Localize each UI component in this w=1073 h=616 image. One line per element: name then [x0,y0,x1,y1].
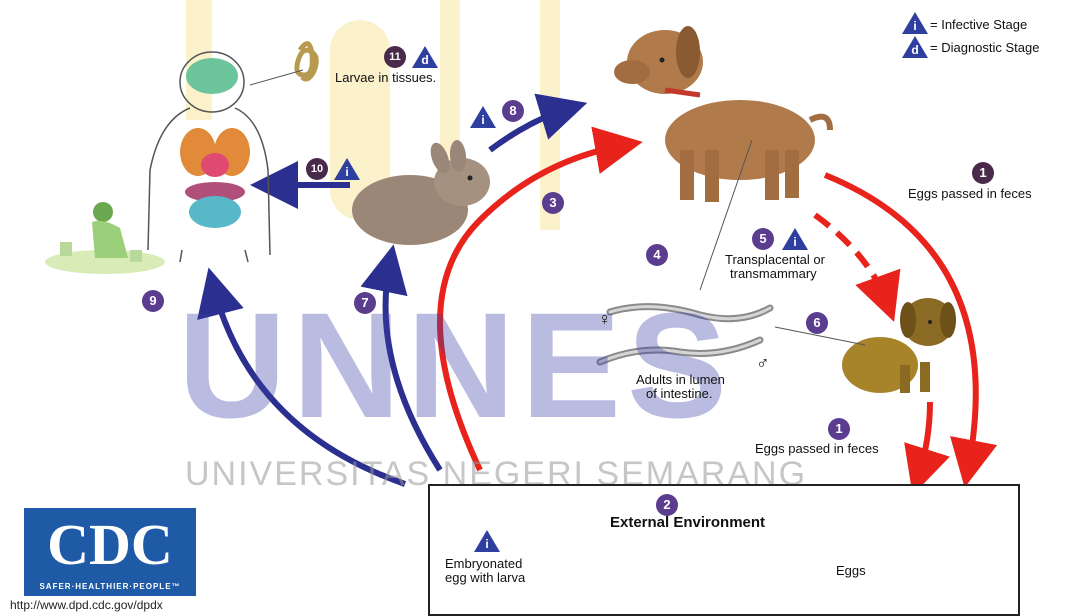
cdc-tagline: SAFER·HEALTHIER·PEOPLE™ [24,582,196,591]
step-2-label: External Environment [610,515,765,530]
step-2-badge: 2 [656,494,678,516]
embryonated-label-line1: Embryonated [445,556,522,571]
arrow-dog-to-puppy [815,215,888,305]
external-environment-box [428,484,1020,616]
eggs-label: Eggs [836,563,866,578]
step-5-badge: 5 [752,228,774,250]
step-4-label-line2: of intestine. [646,386,713,401]
step-7-badge: 7 [354,292,376,314]
arrow-puppy-to-eggs [918,402,930,478]
step-5-infective-icon: i [782,228,808,250]
intestine-shape [189,196,241,228]
step-9-badge: 9 [142,290,164,312]
female-symbol: ♀ [598,312,612,327]
step-10-badge: 10 [306,158,328,180]
step-5-label-line2: transmammary [730,266,817,281]
heart-shape [201,153,229,177]
watermark-unnes: UNNES [178,290,733,440]
legend-infective-label: = Infective Stage [930,17,1027,32]
legend-diagnostic-icon: d [902,36,928,58]
cdc-logo: CDC SAFER·HEALTHIER·PEOPLE™ [24,508,196,596]
step-4-label-line1: Adults in lumen [636,372,725,387]
brain-shape [186,58,238,94]
step-6-badge: 6 [806,312,828,334]
larva-coil [297,44,316,79]
legend-infective-icon: i [902,12,928,34]
step-8-badge: 8 [502,100,524,122]
step-11-badge: 11 [384,46,406,68]
embryonated-infective-icon: i [474,530,500,552]
step-1-badge-bottom: 1 [828,418,850,440]
step-10-infective-icon: i [334,158,360,180]
male-symbol: ♂ [756,356,770,371]
step-4-badge: 4 [646,244,668,266]
step-5-label-line1: Transplacental or [725,252,825,267]
cdc-logo-text: CDC [24,512,196,578]
legend-diagnostic-label: = Diagnostic Stage [930,40,1039,55]
step-11-diagnostic-icon: d [412,46,438,68]
step-8-infective-icon: i [470,106,496,128]
step-1-label-bottom: Eggs passed in feces [755,441,879,456]
step-11-label: Larvae in tissues. [335,70,436,85]
adult-dog-figure [614,26,830,202]
cdc-url-link[interactable]: http://www.dpd.cdc.gov/dpdx [10,598,163,612]
puppy-figure [842,298,956,393]
step-3-badge: 3 [542,192,564,214]
embryonated-label-line2: egg with larva [445,570,525,585]
step-1-label-top: Eggs passed in feces [908,186,1032,201]
step-1-badge-top: 1 [972,162,994,184]
child-playing [45,202,165,274]
